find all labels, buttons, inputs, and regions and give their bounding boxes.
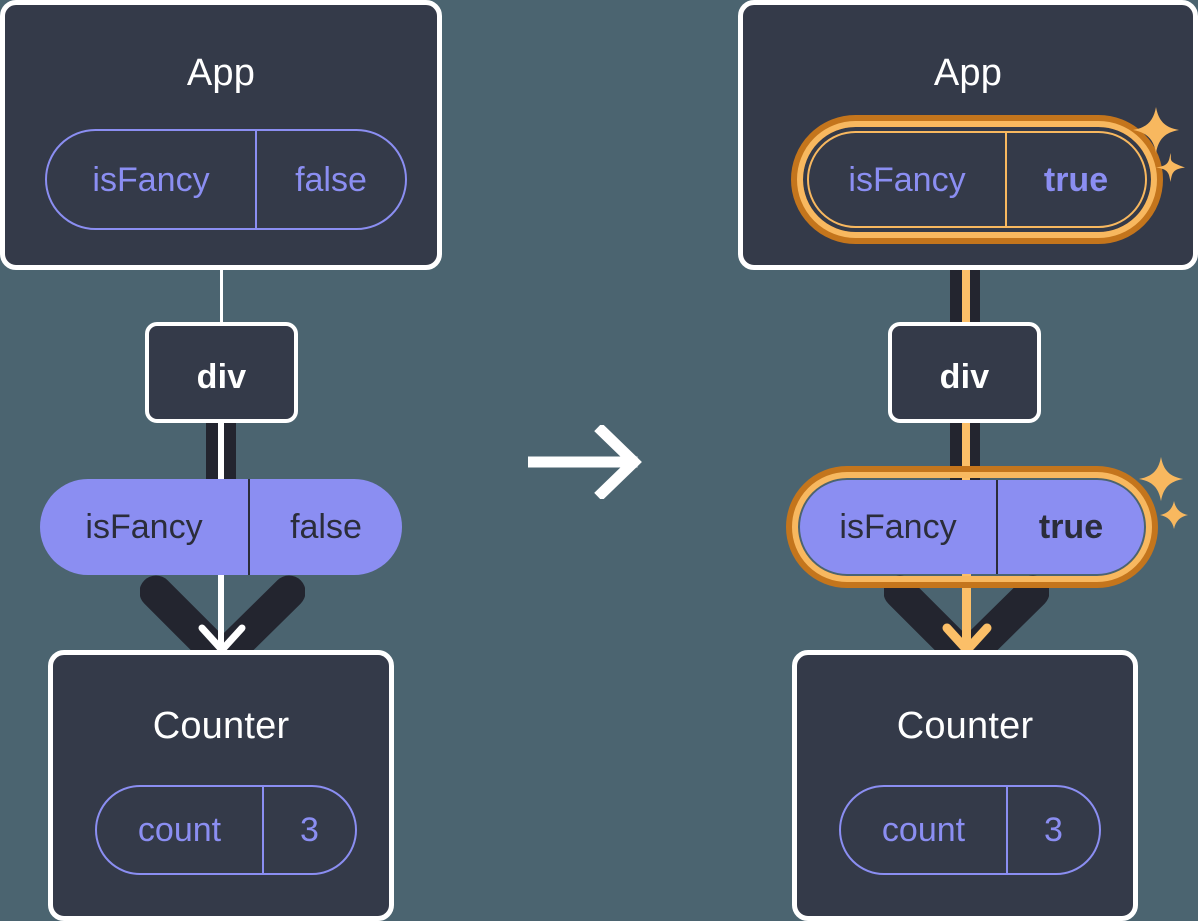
counter-box-left[interactable]: Counter count 3 [48,650,394,921]
app-title-left: App [186,52,256,94]
sparkle-small-icon-mid [1159,500,1189,530]
highlight-ring-inner-app-right [797,121,1157,238]
connector-pill-to-counter-right [962,568,971,650]
app-prop-key-right: isFancy [848,160,966,199]
highlight-ring-inner-pill-right [792,472,1152,582]
div-prop-pill-left[interactable]: isFancy false [40,479,402,575]
counter-state-key-left: count [137,811,222,849]
connector-div-to-pill-core-right [962,421,970,491]
app-prop-value-left: false [255,131,405,228]
app-prop-pill-left[interactable]: isFancy false [45,129,407,230]
counter-box-right[interactable]: Counter count 3 [792,650,1138,921]
div-title-left: div [196,358,247,396]
counter-state-key-right: count [881,811,966,849]
app-prop-key-left: isFancy [92,160,210,199]
div-prop-value-left: false [248,479,402,575]
connector-pill-to-counter-left [218,568,224,650]
app-title-right: App [933,52,1003,94]
sparkle-large-icon-top [1133,107,1179,153]
connector-app-to-div-core-right [962,226,970,326]
counter-title-right: Counter [896,705,1034,747]
counter-state-pill-right[interactable]: count 3 [839,785,1101,875]
div-prop-pill-right[interactable]: isFancy true [800,480,1144,574]
connector-app-to-div-left [220,268,223,326]
app-prop-pill-right[interactable]: isFancy true [807,131,1147,228]
counter-state-value-left: 3 [262,787,355,873]
div-title-right: div [939,358,990,396]
sparkle-small-icon-top [1156,153,1185,182]
transition-arrow-icon [528,425,642,499]
div-box-left[interactable]: div [145,322,298,423]
connector-div-to-pill-core-left [218,421,224,489]
counter-title-left: Counter [152,705,290,747]
app-prop-value-right: true [1005,133,1145,226]
counter-state-pill-left[interactable]: count 3 [95,785,357,875]
sparkle-large-icon-mid [1138,456,1184,502]
div-prop-key-left: isFancy [85,508,203,546]
app-box-left[interactable]: App isFancy false [0,0,442,270]
div-box-right[interactable]: div [888,322,1041,423]
counter-state-value-right: 3 [1006,787,1099,873]
div-prop-key-right: isFancy [839,508,957,546]
div-prop-value-right: true [996,480,1144,574]
app-box-right[interactable]: App isFancy true [738,0,1198,270]
